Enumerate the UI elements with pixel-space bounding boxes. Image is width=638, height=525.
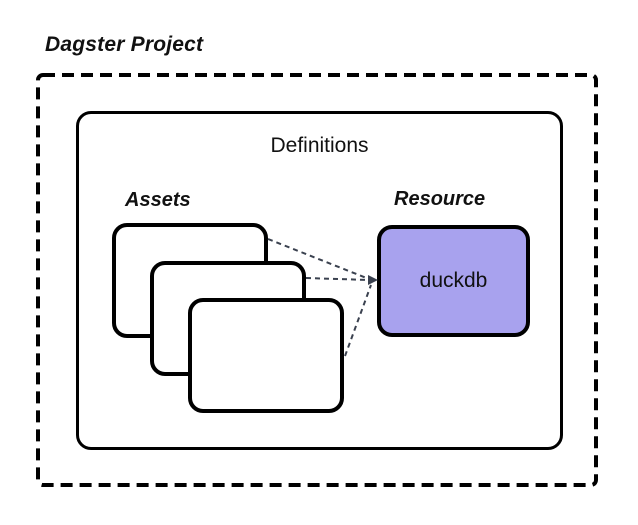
resource-name: duckdb [419,269,488,292]
resource-label: Resource [394,188,486,210]
resource-box-duckdb: duckdb [377,225,530,337]
asset-card-front [188,298,344,413]
project-title: Dagster Project [45,33,204,56]
assets-label: Assets [125,189,191,211]
definitions-label: Definitions [270,134,369,157]
